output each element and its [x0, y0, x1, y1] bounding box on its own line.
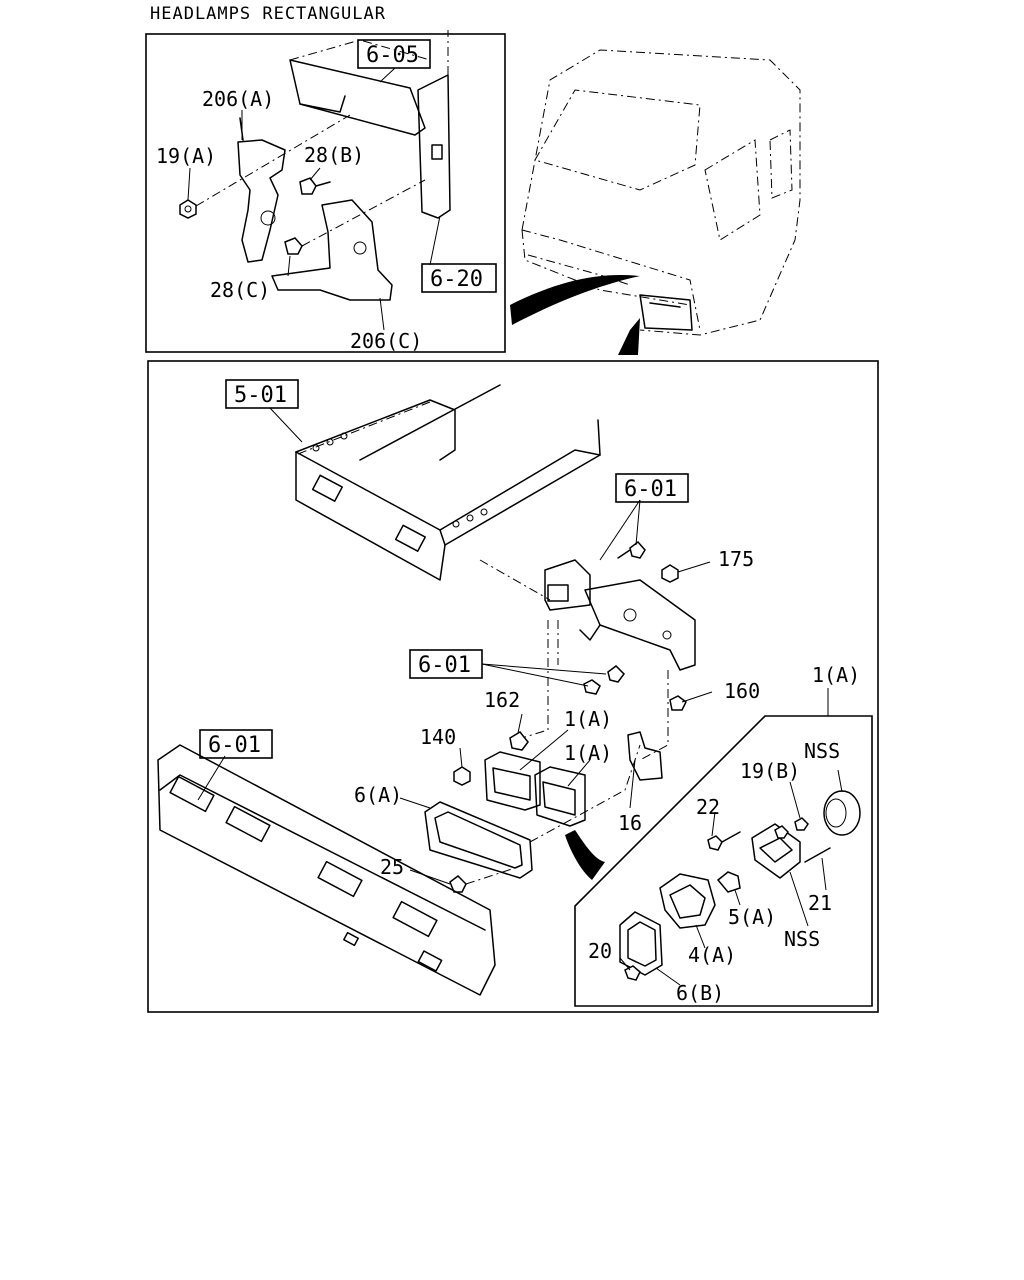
part-label-nss: NSS — [804, 739, 840, 763]
part-label-16: 16 — [618, 811, 642, 835]
reference-6-01-bolts: 6-01 — [409, 649, 483, 679]
part-label-1a: 1(A) — [564, 707, 612, 731]
part-label-175: 175 — [718, 547, 754, 571]
part-label-4a: 4(A) — [688, 943, 736, 967]
reference-label: 6-01 — [418, 653, 471, 678]
part-label-21: 21 — [808, 891, 832, 915]
reference-label: 6-01 — [624, 477, 677, 502]
diagram-title: HEADLAMPS RECTANGULAR — [150, 4, 386, 24]
bracket-inset-panel — [145, 30, 506, 353]
part-label-6b: 6(B) — [676, 981, 724, 1005]
reference-5-01: 5-01 — [225, 379, 299, 409]
part-label-6a: 6(A) — [354, 783, 402, 807]
reference-label: 5-01 — [234, 383, 287, 408]
truck-cab-drawing — [510, 49, 801, 355]
part-label-25: 25 — [380, 855, 404, 879]
part-label-140: 140 — [420, 725, 456, 749]
reference-6-05: 6-05 — [357, 39, 431, 69]
part-label-206c: 206(C) — [350, 329, 422, 353]
reference-6-01-bracket: 6-01 — [615, 473, 689, 503]
part-label-nss: NSS — [784, 927, 820, 951]
part-label-19b: 19(B) — [740, 759, 800, 783]
part-label-206a: 206(A) — [202, 87, 274, 111]
reference-label: 6-20 — [430, 267, 483, 292]
reference-label: 6-05 — [366, 43, 419, 68]
part-label-22: 22 — [696, 795, 720, 819]
part-label-162: 162 — [484, 688, 520, 712]
main-assembly-panel — [147, 360, 879, 1013]
part-label-1a: 1(A) — [812, 663, 860, 687]
part-label-160: 160 — [724, 679, 760, 703]
part-label-28b: 28(B) — [304, 143, 364, 167]
part-label-19a: 19(A) — [156, 144, 216, 168]
part-label-1a: 1(A) — [564, 741, 612, 765]
reference-6-01-bumper: 6-01 — [199, 729, 273, 759]
part-label-28c: 28(C) — [210, 278, 270, 302]
part-label-20: 20 — [588, 939, 612, 963]
reference-label: 6-01 — [208, 733, 261, 758]
reference-6-20: 6-20 — [421, 263, 497, 293]
part-label-5a: 5(A) — [728, 905, 776, 929]
